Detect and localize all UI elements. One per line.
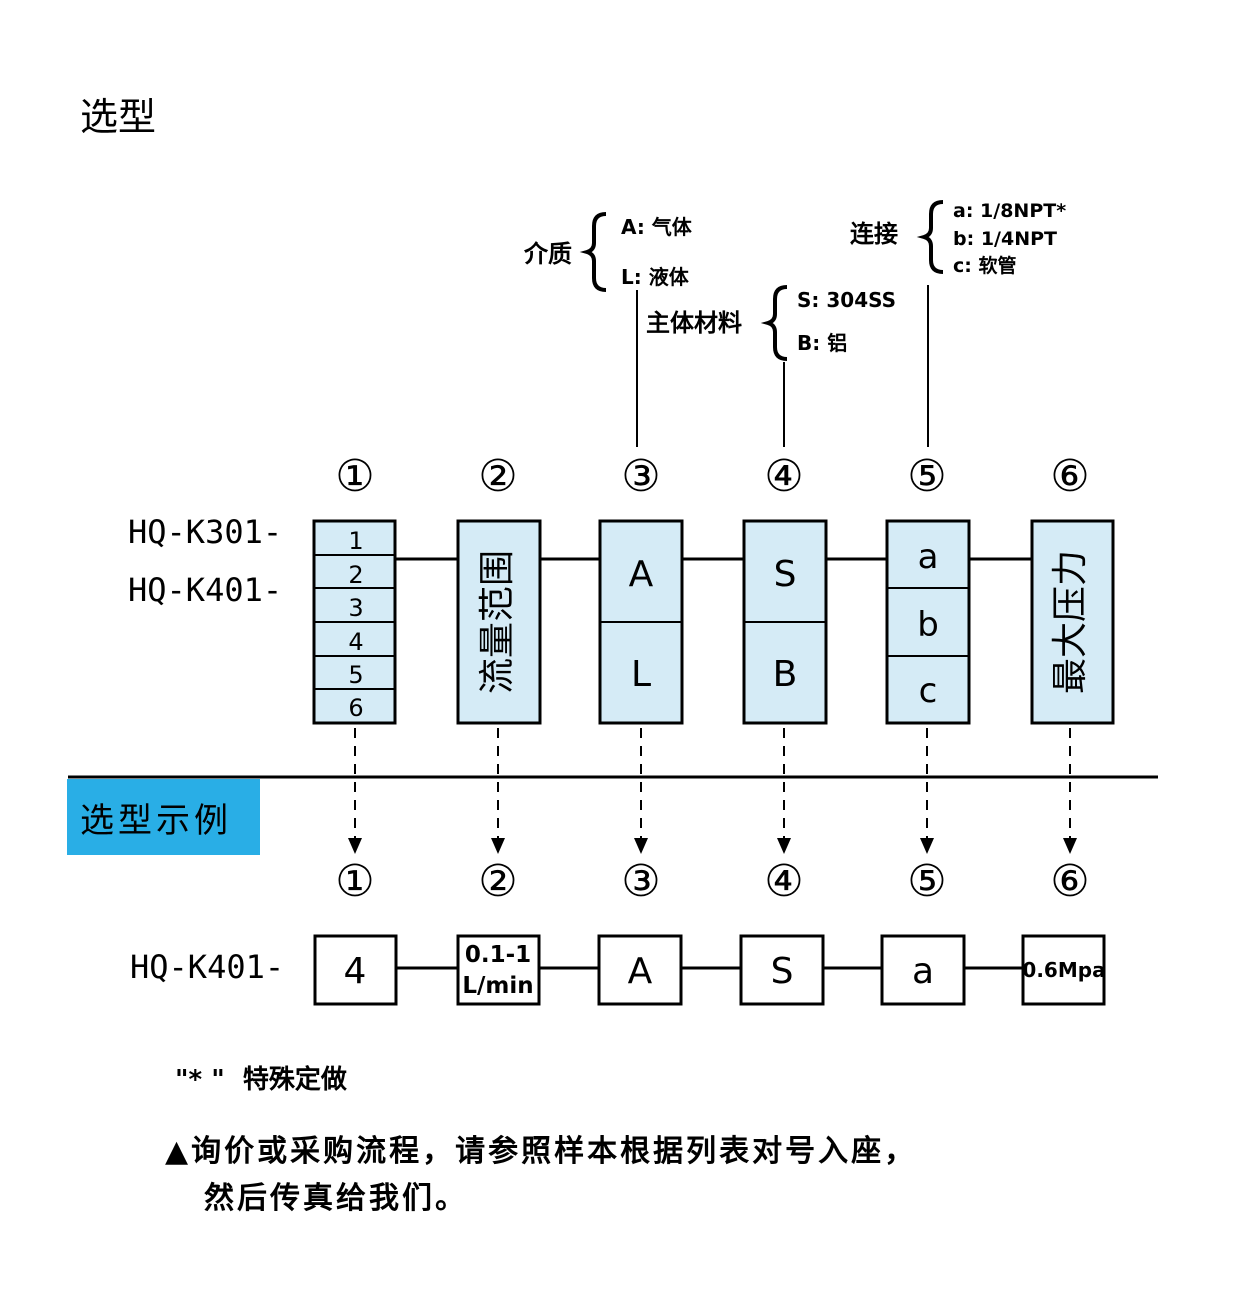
flow-range-box: 流量范围 [456,519,542,725]
size-options-box: 1 2 3 4 5 6 [312,519,397,725]
arrow-heads [348,838,1077,854]
medium-option-l: L: 液体 [621,265,690,289]
position-marker-3: ③ [621,451,660,502]
connection-option-a: a: 1/8NPT* [953,200,1066,222]
flow-range-label: 流量范围 [477,550,518,694]
connection-code-box: a b c [885,519,971,725]
example-section-label: 选型示例 [80,801,232,841]
example-position-marker-5: ⑤ [907,856,946,907]
example-value-box-3: A [597,934,683,1006]
position-marker-1: ① [335,451,374,502]
connection-option-c: c: 软管 [953,254,1016,277]
position-marker-6: ⑥ [1050,451,1089,502]
medium-label: 介质 [523,240,572,268]
example-value-material: S [771,951,794,992]
example-value-box-4: S [739,934,825,1006]
example-value-flow-range-line2: L/min [462,973,533,999]
size-option-5: 5 [348,661,363,689]
medium-brace [579,212,607,292]
medium-code-box: A L [598,519,684,725]
example-value-flow-range-line1: 0.1-1 [465,942,531,968]
body-material-brace [760,285,788,361]
position-marker-4: ④ [764,451,803,502]
body-material-option-b: B: 铝 [797,331,847,355]
example-value-medium: A [628,951,653,992]
connection-label: 连接 [850,220,898,248]
size-option-6: 6 [348,694,363,722]
example-model-prefix: HQ-K401- [130,948,284,986]
example-value-pressure: 0.6Mpa [1022,958,1105,982]
max-pressure-label: 最大压力 [1050,550,1091,694]
material-code-box: S B [742,519,828,725]
dashed-arrows [354,728,1071,838]
example-position-marker-3: ③ [621,856,660,907]
inquiry-note-line1: ▲询价或采购流程，请参照样本根据列表对号入座， [165,1134,917,1169]
material-code-s: S [774,554,797,595]
connection-code-c: c [919,671,938,711]
inquiry-note-line2: 然后传真给我们。 [204,1181,468,1216]
example-value-connection: a [912,951,934,992]
example-value-box-2: 0.1-1 L/min [456,934,541,1006]
example-value-box-1: 4 [313,934,398,1006]
body-material-label: 主体材料 [646,309,742,337]
example-position-marker-1: ① [335,856,374,907]
page-title: 选型 [80,95,156,139]
connection-code-a: a [918,537,939,577]
example-value-box-6: 0.6Mpa [1021,934,1106,1006]
connection-brace [916,200,944,274]
material-code-b: B [773,654,798,695]
example-position-marker-2: ② [478,856,517,907]
connection-code-b: b [917,605,939,645]
example-section-banner [67,779,260,855]
max-pressure-box: 最大压力 [1030,519,1115,725]
example-position-marker-4: ④ [764,856,803,907]
example-value-size: 4 [344,951,367,992]
size-option-2: 2 [348,561,363,589]
example-position-marker-6: ⑥ [1050,856,1089,907]
position-marker-5: ⑤ [907,451,946,502]
position-marker-2: ② [478,451,517,502]
model-prefix-k301: HQ-K301- [128,513,282,551]
size-option-1: 1 [348,527,363,555]
model-prefix-k401: HQ-K401- [128,571,282,609]
medium-code-a: A [629,554,654,595]
example-value-box-5: a [880,934,966,1006]
size-option-3: 3 [348,594,363,622]
special-order-note: "* " 特殊定做 [175,1064,347,1095]
medium-option-a: A: 气体 [621,215,693,239]
medium-code-l: L [631,654,651,695]
size-option-4: 4 [348,628,363,656]
connection-option-b: b: 1/4NPT [953,228,1057,250]
body-material-option-s: S: 304SS [797,288,896,312]
